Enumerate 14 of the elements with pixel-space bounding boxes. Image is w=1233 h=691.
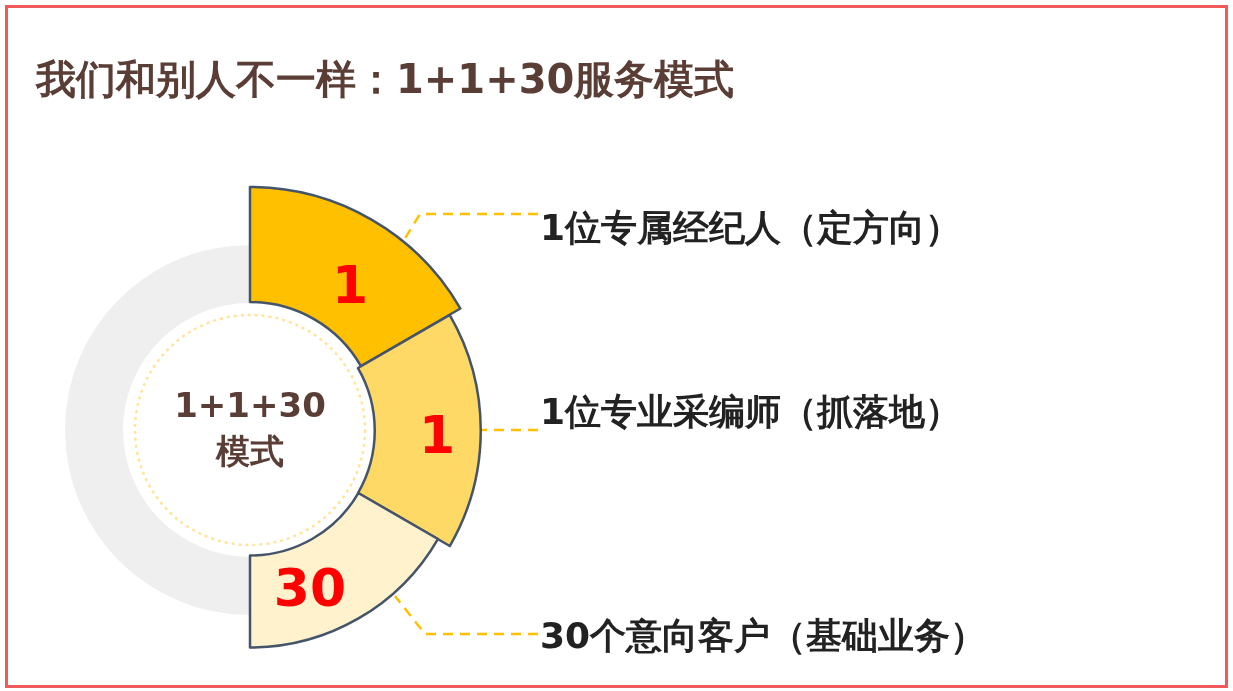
ring-segment — [248, 185, 463, 368]
callout-text: 1位专业采编师（抓落地） — [540, 388, 962, 436]
title: 我们和别人不一样：1+1+30服务模式 — [36, 55, 735, 104]
segment-number: 30 — [272, 557, 348, 620]
callout-text: 1位专属经纪人（定方向） — [540, 204, 962, 252]
segment-number: 1 — [417, 404, 457, 467]
ring-segment — [248, 490, 440, 649]
ring-segment — [356, 312, 483, 548]
leader-line — [394, 595, 538, 636]
callout-text: 30个意向客户（基础业务） — [540, 612, 987, 660]
leader-line — [482, 428, 538, 432]
leader-line — [402, 212, 538, 241]
center-label: 1+1+30模式 — [173, 384, 327, 473]
segment-number: 1 — [330, 254, 370, 317]
